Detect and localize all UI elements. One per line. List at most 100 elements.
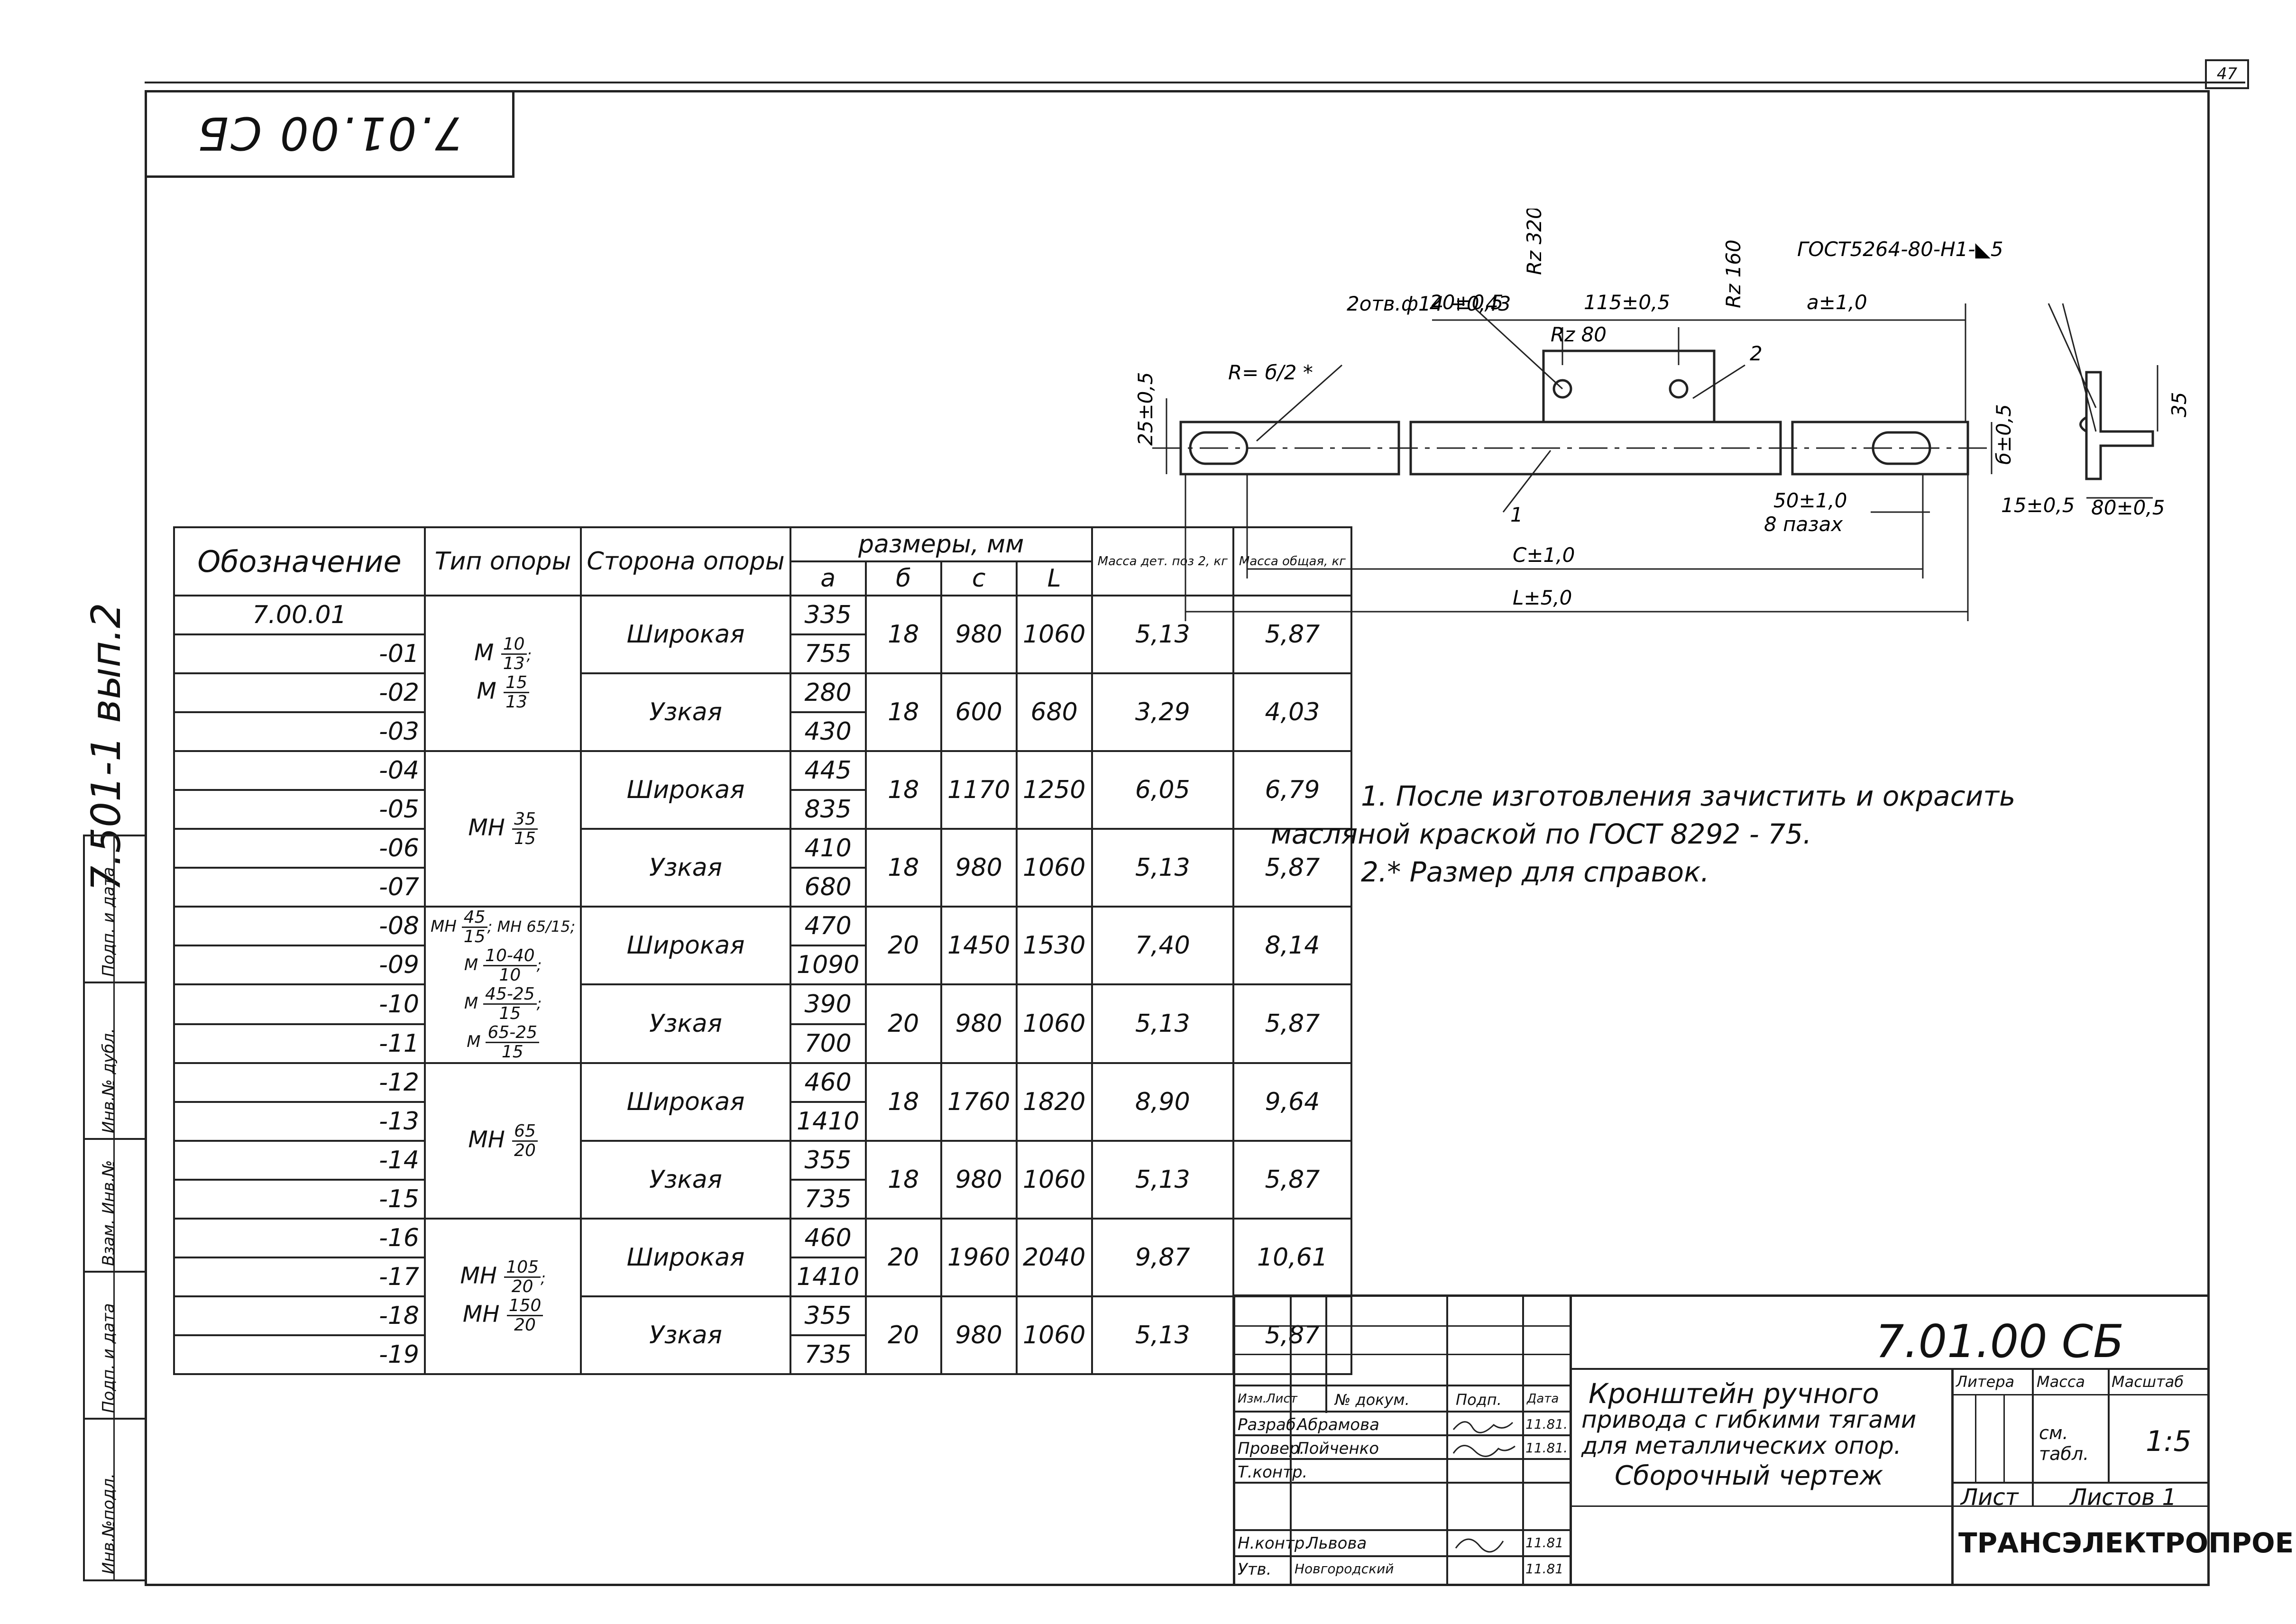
- tb-n-razrab: Абрамова: [1297, 1415, 1379, 1434]
- tb-scale-value: 1:5: [2146, 1425, 2192, 1458]
- cell-l: 1060: [1015, 595, 1093, 674]
- cell-side: Широкая: [580, 595, 791, 674]
- hdr-a: а: [789, 560, 867, 596]
- cell-designation: -05: [173, 789, 426, 830]
- cell-designation: -06: [173, 828, 426, 869]
- cell-c: 1450: [940, 906, 1018, 985]
- tb-name-2: привода с гибкими тягами: [1581, 1406, 1917, 1433]
- cell-a: 335: [789, 595, 867, 635]
- cell-designation: -13: [173, 1101, 426, 1142]
- cell-m2: 5,87: [1232, 828, 1352, 908]
- dim-80: 80±0,5: [2091, 496, 2165, 519]
- table-row: -17 1410: [173, 1257, 1351, 1297]
- stamp-label: Инв.№подл.: [99, 1473, 118, 1574]
- signatures: [1452, 1421, 1515, 1553]
- tb-organization: ТРАНСЭЛЕКТРОПРОЕКТ: [1958, 1527, 2296, 1559]
- tb-hdr-doc: № докум.: [1335, 1391, 1410, 1409]
- cell-m2: 10,61: [1232, 1218, 1352, 1297]
- cell-designation: -04: [173, 750, 426, 791]
- cell-designation: -17: [173, 1257, 426, 1297]
- cell-m1: 5,13: [1091, 1140, 1234, 1220]
- cell-m1: 8,90: [1091, 1062, 1234, 1142]
- roughness-3: Rz 80: [1551, 323, 1607, 346]
- cell-m1: 5,13: [1091, 1295, 1234, 1375]
- hdr-support-type: Тип опоры: [423, 526, 582, 596]
- cell-designation: -15: [173, 1179, 426, 1220]
- hdr-sizes: размеры, мм: [789, 526, 1093, 562]
- cell-designation: -09: [173, 945, 426, 985]
- cell-c: 980: [940, 828, 1018, 908]
- cell-designation: -18: [173, 1295, 426, 1336]
- note-2: 2.* Размер для справок.: [1361, 856, 1709, 888]
- tb-utv: Утв.: [1238, 1560, 1272, 1579]
- radius-label: R= б/2 *: [1228, 361, 1313, 384]
- stamp-label: Подп. и дата: [99, 867, 118, 977]
- holes-label: 2отв.ф14 +0,43: [1347, 292, 1511, 315]
- cell-c: 980: [940, 1140, 1018, 1220]
- tb-hdr-izm: Изм.: [1238, 1392, 1267, 1406]
- sheet-corner-number: 47: [2205, 59, 2249, 89]
- tb-razrab: Разраб.: [1238, 1415, 1301, 1434]
- cell-designation: -10: [173, 983, 426, 1025]
- hdr-designation: Обозначение: [173, 526, 426, 596]
- mirrored-code-box: 7.01.00 СБ: [147, 90, 514, 178]
- cell-l: 1060: [1015, 1295, 1093, 1375]
- cell-m1: 6,05: [1091, 750, 1234, 830]
- cell-l: 1250: [1015, 750, 1093, 830]
- note-1a: 1. После изготовления зачистить и окраси…: [1361, 780, 2016, 812]
- cell-l: 2040: [1015, 1218, 1093, 1297]
- cell-designation: -12: [173, 1062, 426, 1103]
- cell-c: 600: [940, 672, 1018, 752]
- side-stamp: Инв.№подл. Подп. и дата Взам. Инв.№ Инв.…: [83, 835, 147, 1581]
- spec-table: Обозначение Тип опоры Сторона опоры разм…: [173, 526, 1352, 1375]
- cell-designation: -11: [173, 1023, 426, 1064]
- tb-d-razrab: 11.81.: [1525, 1416, 1568, 1432]
- dim-115: 115±0,5: [1584, 291, 1670, 314]
- cell-side: Широкая: [580, 750, 791, 830]
- cell-b: 20: [864, 906, 942, 985]
- cell-l: 1060: [1015, 828, 1093, 908]
- hdr-part-mass: Масса дет. поз 2, кг: [1091, 526, 1234, 596]
- cell-m2: 5,87: [1232, 1140, 1352, 1220]
- assembly-drawing: R= б/2 * 2отв.ф14 +0,43 20±0,5 115±0,5 а…: [1134, 209, 2191, 621]
- dim-25: 25±0,5: [1134, 372, 1157, 446]
- cell-a: 280: [789, 672, 867, 713]
- cell-designation: -16: [173, 1218, 426, 1258]
- cell-b: 18: [864, 672, 942, 752]
- cell-a: 1410: [789, 1257, 867, 1297]
- cell-m1: 7,40: [1091, 906, 1234, 985]
- dim-b: б±0,5: [1992, 404, 2015, 465]
- cell-c: 980: [940, 1295, 1018, 1375]
- hdr-l: L: [1015, 560, 1093, 596]
- tb-hdr-podp: Подп.: [1456, 1391, 1502, 1409]
- cell-a: 390: [789, 983, 867, 1025]
- cell-l: 1060: [1015, 983, 1093, 1064]
- tb-n-nkontr: Львова: [1306, 1534, 1367, 1553]
- dim-20: 20±0,5: [1430, 291, 1503, 314]
- tb-name-3: для металлических опор.: [1581, 1432, 1901, 1459]
- cell-c: 1960: [940, 1218, 1018, 1297]
- cell-a: 1410: [789, 1101, 867, 1142]
- cell-m2: 9,64: [1232, 1062, 1352, 1142]
- cell-side: Узкая: [580, 983, 791, 1064]
- cell-side: Узкая: [580, 672, 791, 752]
- cell-l: 1060: [1015, 1140, 1093, 1220]
- stamp-label: Взам. Инв.№: [99, 1160, 118, 1266]
- cell-m2: 5,87: [1232, 595, 1352, 674]
- tb-prover: Провер.: [1238, 1439, 1305, 1458]
- cell-a: 735: [789, 1179, 867, 1220]
- cell-l: 1820: [1015, 1062, 1093, 1142]
- cell-m1: 5,13: [1091, 595, 1234, 674]
- slots-label: 8 пазах: [1764, 513, 1843, 536]
